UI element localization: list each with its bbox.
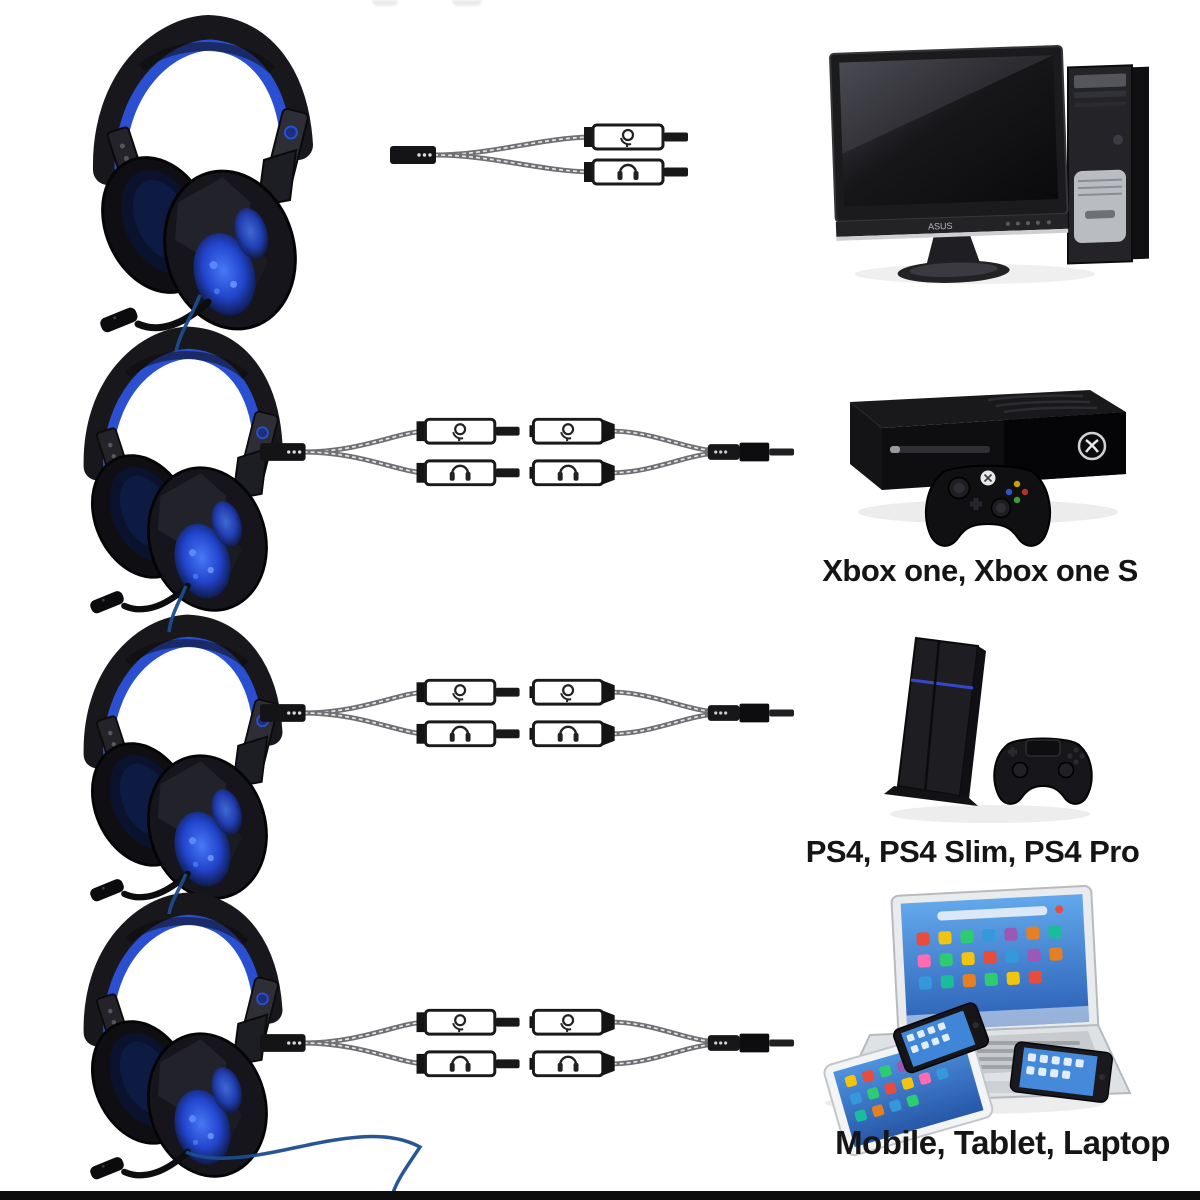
- mobile-label: Mobile, Tablet, Laptop: [835, 1124, 1170, 1161]
- ps4-label: PS4, PS4 Slim, PS4 Pro: [805, 834, 1140, 869]
- mic-socket-icon: [529, 1010, 614, 1034]
- xbox-one-illustration: [850, 390, 1126, 547]
- cable-sleeve: [260, 1034, 306, 1052]
- cable-sleeve: [260, 704, 306, 722]
- cropped-text-remnant: [452, 0, 482, 6]
- headphone-plug-icon: [417, 461, 520, 485]
- mic-plug-icon: [417, 1010, 520, 1034]
- desktop-pc-illustration: ASUS: [829, 45, 1149, 284]
- headphone-plug-icon: [584, 160, 688, 184]
- mic-plug-icon: [584, 125, 688, 149]
- headphone-socket-icon: [529, 461, 614, 485]
- ps4-illustration: [884, 636, 1093, 823]
- cable-sleeve: [390, 146, 436, 164]
- cropped-text-remnant: [372, 0, 398, 6]
- cable-male-tip: [707, 1033, 795, 1053]
- headphone-socket-icon: [529, 722, 614, 746]
- cable-sleeve: [260, 443, 306, 461]
- headphone-plug-icon: [417, 722, 520, 746]
- mic-socket-icon: [529, 419, 614, 443]
- headphone-socket-icon: [529, 1052, 614, 1076]
- mobile-tablet-laptop-illustration: [823, 884, 1132, 1157]
- cable-chain-ps4: [260, 668, 795, 758]
- cable-male-tip: [707, 442, 795, 462]
- headphone-plug-icon: [417, 1052, 520, 1076]
- mic-plug-icon: [417, 680, 520, 704]
- xbox-label: Xbox one, Xbox one S: [822, 553, 1138, 588]
- mic-plug-icon: [417, 419, 520, 443]
- cable-male-tip: [707, 703, 795, 723]
- xbox-controller: [924, 464, 1052, 547]
- monitor-brand-text: ASUS: [928, 221, 953, 232]
- cable-y-splitter-pc: [390, 112, 688, 202]
- bottom-border-bar: [0, 1191, 1200, 1200]
- cable-chain-mobile: [260, 998, 795, 1088]
- mic-socket-icon: [529, 680, 614, 704]
- cable-chain-xbox: [260, 407, 795, 497]
- ps4-controller: [993, 737, 1093, 805]
